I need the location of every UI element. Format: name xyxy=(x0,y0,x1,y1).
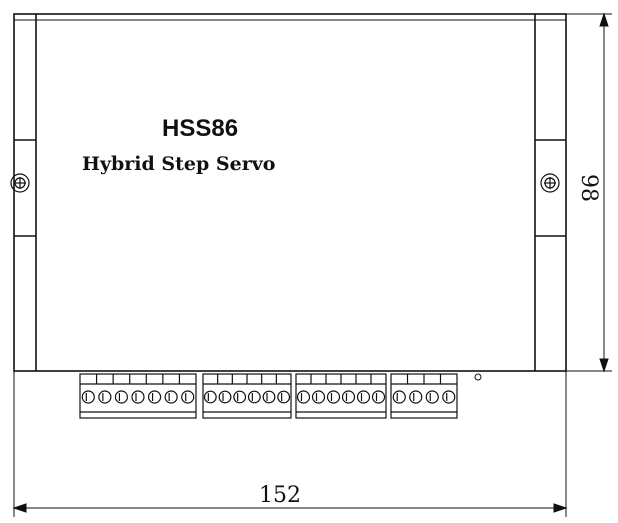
terminal-screw-icon xyxy=(81,390,95,404)
terminal-screw-icon xyxy=(262,390,276,404)
left-mount-screw-icon xyxy=(10,173,30,193)
height-dimension-label: 98 xyxy=(576,174,601,202)
terminal-screw-icon xyxy=(356,390,371,404)
terminal-screw-icon xyxy=(311,390,326,404)
housing xyxy=(13,13,567,372)
width-arrow-left-icon xyxy=(12,503,27,513)
terminal-screw-icon xyxy=(341,390,356,404)
height-arrow-bottom-icon xyxy=(599,358,609,373)
subtitle-label: Hybrid Step Servo xyxy=(82,153,275,175)
terminal-screw-icon xyxy=(233,390,247,404)
terminal-screw-icon xyxy=(218,390,232,404)
terminal-screw-icon xyxy=(131,390,145,404)
terminal-block xyxy=(202,373,292,419)
housing-outline xyxy=(13,13,567,372)
terminal-screw-icon xyxy=(203,390,217,404)
height-arrow-top-icon xyxy=(599,12,609,27)
terminal-screw-icon xyxy=(371,390,386,404)
terminal-screw-icon xyxy=(296,390,311,404)
terminal-block xyxy=(79,373,197,419)
indicator-mark xyxy=(474,373,482,381)
right-mount-screw-icon xyxy=(540,173,560,193)
width-dimension xyxy=(12,371,568,517)
terminal-screw-icon xyxy=(326,390,341,404)
model-label: HSS86 xyxy=(162,115,238,142)
terminal-block-body xyxy=(79,373,197,419)
terminal-screw-icon xyxy=(277,390,291,404)
terminal-screw-icon xyxy=(164,390,178,404)
terminal-block xyxy=(295,373,387,419)
connector-strip xyxy=(79,373,458,419)
terminal-screw-icon xyxy=(147,390,162,404)
terminal-screw-icon xyxy=(114,390,129,404)
terminal-screw-icon xyxy=(442,390,456,404)
terminal-screw-icon xyxy=(425,390,439,404)
terminal-screw-icon xyxy=(181,390,195,404)
height-dimension xyxy=(566,12,612,373)
terminal-screw-icon xyxy=(247,390,261,404)
width-dimension-label: 152 xyxy=(259,483,301,508)
terminal-block xyxy=(390,373,458,419)
terminal-screw-icon xyxy=(392,390,406,404)
width-arrow-right-icon xyxy=(553,503,568,513)
terminal-screw-icon xyxy=(409,390,423,404)
terminal-screw-icon xyxy=(98,390,112,404)
